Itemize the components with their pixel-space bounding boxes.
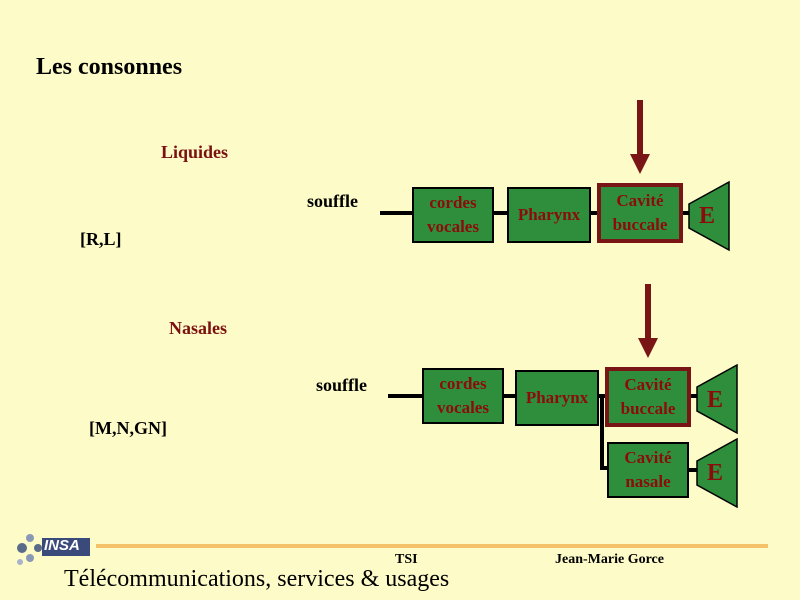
insa-logo-graphic [17, 534, 90, 565]
box-cordes-vocales-1: cordes vocales [412, 187, 494, 243]
down-arrow-icon [630, 154, 650, 174]
category-nasales: Nasales [169, 318, 227, 338]
slide-title: Les consonnes [36, 54, 183, 80]
souffle-label-1: souffle [307, 191, 358, 211]
box-cavite-nasale: Cavité nasale [607, 442, 689, 498]
footer-subtitle: Télécommunications, services & usages [64, 566, 450, 592]
box-cavite-buccale-2: Cavité buccale [605, 367, 691, 427]
footer-course: TSI [395, 552, 418, 567]
arrow-shaft-2 [645, 284, 651, 340]
box-pharynx-2: Pharynx [515, 370, 599, 426]
branch-line [600, 466, 610, 470]
category-liquides: Liquides [161, 142, 229, 162]
horn-shape [688, 180, 730, 252]
down-arrow-icon [638, 338, 658, 358]
footer-author: Jean-Marie Gorce [555, 552, 664, 567]
branch-line [600, 394, 604, 470]
footer-divider [96, 544, 768, 548]
output-horn-buccal [695, 363, 739, 435]
horn-shape [696, 437, 738, 509]
output-horn-nasal [695, 437, 739, 509]
box-cordes-vocales-2: cordes vocales [422, 368, 504, 424]
connector-line [388, 394, 424, 398]
output-horn-1 [687, 180, 731, 252]
logo-text: INSA [44, 537, 80, 554]
arrow-shaft-1 [637, 100, 643, 156]
horn-label-buccal: E [707, 387, 724, 413]
connector-line [683, 211, 691, 215]
box-pharynx-1: Pharynx [507, 187, 591, 243]
horn-label-1: E [699, 203, 716, 229]
connector-line [380, 211, 414, 215]
connector-line [504, 394, 516, 398]
souffle-label-2: souffle [316, 375, 367, 395]
sounds-nasales: [M,N,GN] [89, 418, 167, 438]
connector-line [494, 211, 508, 215]
connector-line [689, 468, 697, 472]
box-cavite-buccale-1: Cavité buccale [597, 183, 683, 243]
horn-label-nasal: E [707, 460, 724, 486]
horn-shape [696, 363, 738, 435]
connector-line [691, 394, 699, 398]
sounds-liquides: [R,L] [80, 229, 122, 249]
connector-line [591, 211, 599, 215]
insa-logo [14, 526, 94, 570]
